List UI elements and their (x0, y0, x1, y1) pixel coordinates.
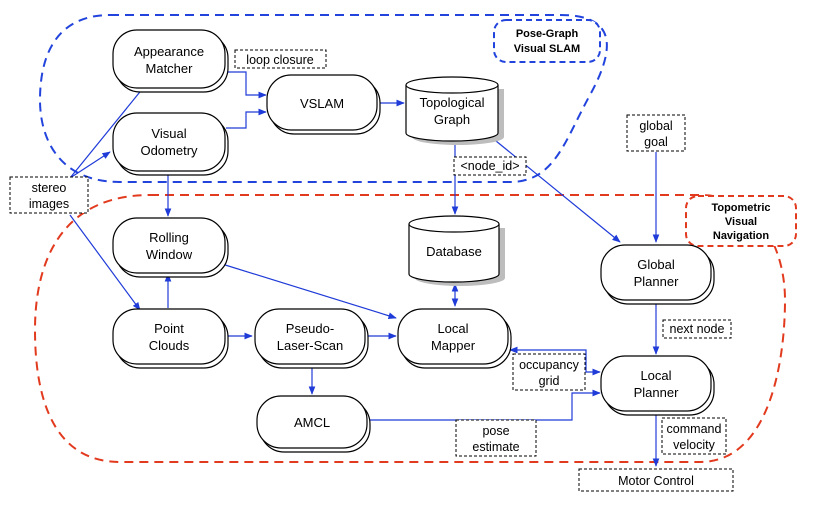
note-pose-estimate: pose estimate (455, 419, 537, 457)
amcl-line1: AMCL (294, 415, 330, 430)
edge-odometry-to-vslam (226, 108, 267, 129)
point-clouds-line1: Point (154, 321, 184, 336)
local-mapper-line2: Mapper (431, 338, 476, 353)
note-occupancy-grid: occupancy grid (512, 353, 586, 391)
node-local-planner[interactable]: Local Planner (600, 355, 715, 416)
edge-localmapper-localplanner (509, 346, 601, 376)
note-command-velocity: command velocity (661, 417, 727, 455)
node-id-text: <node_id> (460, 159, 519, 173)
node-vslam[interactable]: VSLAM (266, 74, 381, 135)
global-goal-line1: global (639, 119, 672, 133)
pose-estimate-line1: pose (482, 424, 509, 438)
visual-odometry-line2: Odometry (140, 143, 198, 158)
node-global-planner[interactable]: Global Planner (600, 244, 715, 305)
appearance-matcher-line1: Appearance (134, 44, 204, 59)
edge-appearance-to-vslam (226, 71, 267, 99)
edge-amcl-to-localplanner (368, 389, 601, 421)
note-global-goal: global goal (626, 114, 686, 152)
occupancy-grid-line1: occupancy (519, 358, 580, 372)
topometric-cluster-label: Topometric Visual Navigation (685, 195, 797, 247)
node-local-mapper[interactable]: Local Mapper (397, 308, 512, 369)
local-planner-line2: Planner (634, 385, 679, 400)
topometric-title-line1: Topometric (711, 202, 770, 214)
occupancy-grid-line2: grid (539, 374, 560, 388)
node-database[interactable]: Database (408, 215, 505, 286)
pose-graph-title-line2: Visual SLAM (514, 43, 580, 55)
topological-graph-line1: Topological (419, 95, 484, 110)
command-velocity-line2: velocity (673, 438, 715, 452)
rolling-window-line1: Rolling (149, 230, 189, 245)
stereo-images-line2: images (29, 197, 69, 211)
pseudo-laser-scan-line2: Laser-Scan (277, 338, 343, 353)
global-planner-line2: Planner (634, 274, 679, 289)
point-clouds-line2: Clouds (149, 338, 190, 353)
visual-odometry-line1: Visual (151, 126, 186, 141)
pose-graph-cluster-label: Pose-Graph Visual SLAM (493, 19, 601, 63)
node-point-clouds[interactable]: Point Clouds (112, 308, 229, 369)
local-planner-line1: Local (640, 368, 671, 383)
note-stereo-images: stereo images (9, 176, 89, 214)
node-appearance-matcher[interactable]: Appearance Matcher (112, 29, 229, 93)
node-visual-odometry[interactable]: Visual Odometry (112, 112, 229, 176)
edge-rolling-to-localmapper (221, 263, 397, 319)
stereo-images-line1: stereo (32, 181, 67, 195)
node-rolling-window[interactable]: Rolling Window (112, 217, 229, 278)
local-mapper-line1: Local (437, 321, 468, 336)
database-line1: Database (426, 244, 482, 259)
next-node-text: next node (670, 322, 725, 336)
node-pseudo-laser-scan[interactable]: Pseudo- Laser-Scan (254, 308, 369, 369)
note-node-id: <node_id> (453, 156, 527, 176)
appearance-matcher-line2: Matcher (146, 61, 194, 76)
global-goal-line2: goal (644, 135, 668, 149)
topometric-cluster-border (33, 194, 787, 463)
topological-graph-line2: Graph (434, 112, 470, 127)
edge-stereo-to-odometry (69, 151, 111, 179)
pose-estimate-line2: estimate (472, 440, 519, 454)
global-planner-line1: Global (637, 257, 675, 272)
edge-stereo-to-pointclouds (69, 214, 141, 311)
edge-stereo-to-appearance (69, 81, 149, 179)
note-next-node: next node (662, 319, 732, 339)
topometric-title-line2: Visual (725, 216, 757, 228)
vslam-line1: VSLAM (300, 96, 344, 111)
command-velocity-line1: command (667, 422, 722, 436)
node-topological-graph[interactable]: Topological Graph (405, 76, 504, 145)
rolling-window-line2: Window (146, 247, 193, 262)
edge-topograph-to-globalplanner (484, 131, 621, 243)
pose-graph-cluster-border (38, 14, 608, 183)
note-loop-closure: loop closure (234, 49, 327, 69)
note-motor-control: Motor Control (578, 468, 734, 492)
topometric-title-line3: Navigation (713, 230, 770, 242)
pose-graph-title-line1: Pose-Graph (516, 28, 579, 40)
motor-control-text: Motor Control (618, 474, 694, 488)
loop-closure-text: loop closure (246, 53, 313, 67)
node-amcl[interactable]: AMCL (256, 395, 371, 453)
pseudo-laser-scan-line1: Pseudo- (286, 321, 334, 336)
